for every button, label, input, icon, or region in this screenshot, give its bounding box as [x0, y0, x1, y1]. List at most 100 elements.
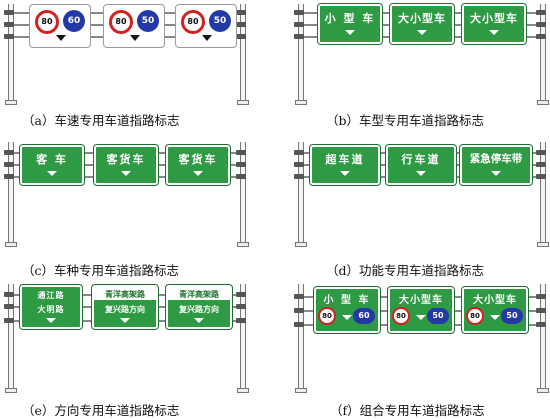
- speed-lane-sign-2: 80 50: [103, 4, 165, 48]
- right-pole: [540, 284, 546, 388]
- clamp: [4, 292, 14, 297]
- clamp: [294, 22, 304, 27]
- caption-e: （e）方向专用车道指路标志: [22, 403, 180, 418]
- down-arrow-icon: [340, 171, 350, 176]
- caption-c: （c）车种专用车道指路标志: [22, 263, 180, 278]
- down-arrow-icon: [120, 318, 130, 323]
- min-speed-limit-icon: 50: [209, 10, 231, 32]
- speed-lane-sign-3: 80 50: [175, 4, 237, 48]
- clamp: [236, 318, 246, 323]
- right-pole: [540, 142, 546, 242]
- clamp: [536, 322, 546, 327]
- destination-line-1: 青洋高架路: [105, 290, 145, 299]
- sign-label: 小 型 车: [324, 12, 376, 25]
- clamp: [294, 322, 304, 327]
- down-arrow-icon: [417, 30, 427, 35]
- down-arrow-icon: [56, 35, 66, 41]
- pole-base: [5, 388, 17, 393]
- vehicle-type-sign-2: 大小型车: [389, 3, 455, 45]
- pole-base: [295, 242, 307, 247]
- pole-base: [237, 100, 249, 105]
- function-lane-sign-1: 超车道: [309, 144, 381, 186]
- down-arrow-icon: [489, 30, 499, 35]
- destination-line-1: 青洋高架路: [179, 290, 219, 299]
- speed-lane-sign-1: 80 60: [29, 4, 91, 48]
- clamp: [294, 150, 304, 155]
- sign-label: 大小型车: [399, 295, 443, 306]
- down-arrow-icon: [46, 318, 56, 323]
- min-speed-limit-icon: 50: [427, 308, 449, 324]
- caption-b: （b）车型专用车道指路标志: [326, 113, 485, 128]
- left-pole: [8, 284, 14, 388]
- clamp: [294, 174, 304, 179]
- pole-base: [5, 100, 17, 105]
- pole-base: [537, 242, 549, 247]
- left-pole: [298, 284, 304, 388]
- clamp: [294, 308, 304, 313]
- clamp: [536, 294, 546, 299]
- right-pole: [240, 142, 246, 242]
- direction-sign-2: 青洋高架路 复兴路方向: [91, 284, 159, 330]
- clamp: [4, 318, 14, 323]
- down-arrow-icon: [194, 318, 204, 323]
- max-speed-limit-icon: 80: [466, 307, 484, 325]
- caption-f: （f）组合专用车道指路标志: [330, 403, 485, 418]
- expressway-band: [94, 287, 156, 300]
- pole-base: [537, 388, 549, 393]
- clamp: [236, 174, 246, 179]
- sign-label: 紧急停车带: [469, 153, 523, 165]
- combined-lane-sign-1: 小 型 车 80 60: [313, 286, 381, 334]
- clamp: [4, 150, 14, 155]
- clamp: [236, 292, 246, 297]
- clamp: [4, 34, 14, 39]
- vehicle-class-sign-2: 客货车: [93, 144, 159, 186]
- sign-label: 超车道: [325, 153, 365, 166]
- clamp: [294, 294, 304, 299]
- down-arrow-icon: [130, 35, 140, 41]
- down-arrow-icon: [345, 30, 355, 35]
- right-pole: [540, 4, 546, 100]
- clamp: [236, 22, 246, 27]
- max-speed-limit-icon: 80: [318, 307, 336, 325]
- destination-line-2: 大明路: [37, 305, 65, 314]
- sign-label: 客货车: [106, 153, 146, 166]
- right-pole: [240, 284, 246, 388]
- down-arrow-icon: [342, 315, 352, 320]
- vehicle-type-sign-3: 大小型车: [461, 3, 527, 45]
- clamp: [236, 150, 246, 155]
- right-pole: [240, 4, 246, 100]
- vehicle-class-sign-3: 客货车: [165, 144, 231, 186]
- sign-label: 行车道: [401, 153, 441, 166]
- down-arrow-icon: [416, 171, 426, 176]
- down-arrow-icon: [490, 315, 500, 320]
- down-arrow-icon: [491, 171, 501, 176]
- destination-line-2: 复兴路方向: [105, 305, 145, 314]
- sign-label: 大小型车: [470, 12, 518, 25]
- clamp: [236, 34, 246, 39]
- combined-lane-sign-3: 大小型车 80 50: [461, 286, 529, 334]
- max-speed-limit-icon: 80: [392, 307, 410, 325]
- destination-line-1: 通江路: [37, 291, 65, 300]
- expressway-band: [168, 287, 230, 300]
- left-pole: [8, 142, 14, 242]
- caption-a: （a）车速专用车道指路标志: [22, 113, 180, 128]
- clamp: [236, 10, 246, 15]
- sign-label: 大小型车: [473, 295, 517, 306]
- down-arrow-icon: [416, 315, 426, 320]
- clamp: [4, 22, 14, 27]
- clamp: [4, 304, 14, 309]
- clamp: [236, 162, 246, 167]
- max-speed-limit-icon: 80: [35, 10, 59, 34]
- left-pole: [8, 4, 14, 100]
- pole-base: [537, 100, 549, 105]
- down-arrow-icon: [47, 171, 57, 176]
- destination-line-2: 复兴路方向: [179, 305, 219, 314]
- direction-sign-3: 青洋高架路 复兴路方向: [165, 284, 233, 330]
- combined-lane-sign-2: 大小型车 80 50: [387, 286, 455, 334]
- down-arrow-icon: [202, 35, 212, 41]
- left-pole: [298, 4, 304, 100]
- clamp: [4, 174, 14, 179]
- clamp: [536, 308, 546, 313]
- min-speed-limit-icon: 60: [63, 10, 85, 32]
